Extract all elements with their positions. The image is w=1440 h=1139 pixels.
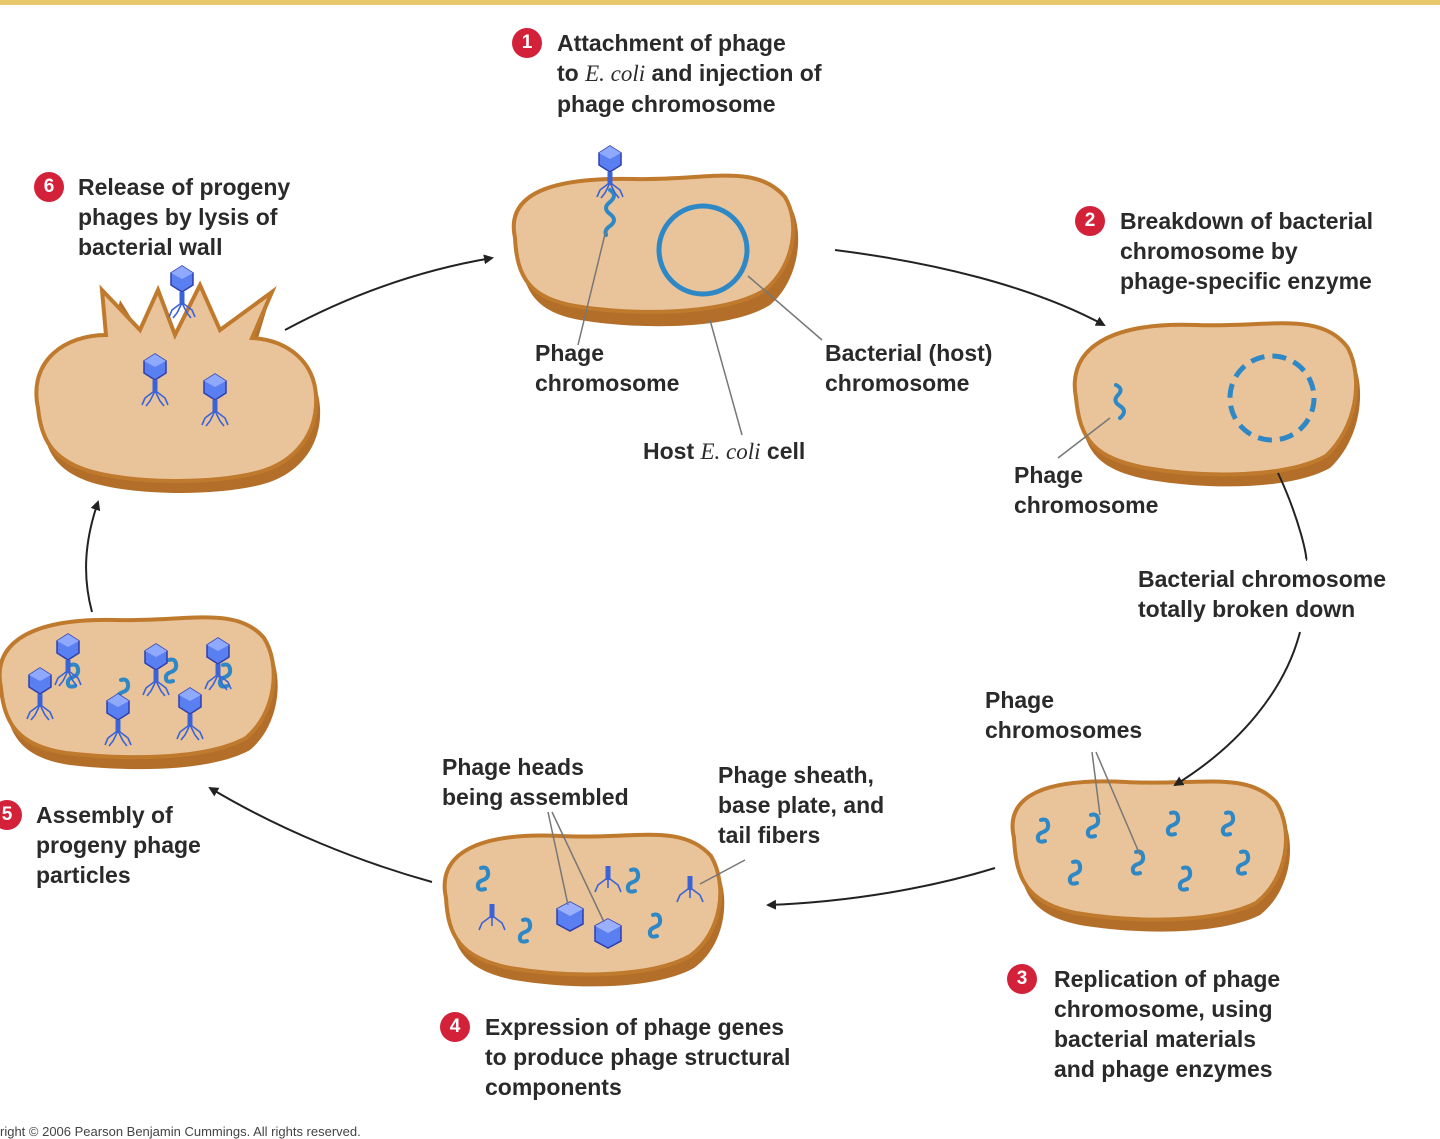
- caption-line: chromosome by: [1120, 238, 1298, 264]
- phage-icon: [168, 265, 196, 319]
- cycle-arrows: [85, 249, 1308, 910]
- caption-line: totally broken down: [1138, 596, 1356, 622]
- caption-line: phage-specific enzyme: [1120, 268, 1372, 294]
- step-4-marker: 4: [440, 1012, 470, 1042]
- arrow-4-to-5: [208, 786, 433, 883]
- caption-line: particles: [36, 862, 131, 888]
- cell-step-6: [34, 265, 321, 493]
- caption-line: Release of progeny: [78, 174, 291, 200]
- caption-line: chromosome, using: [1054, 996, 1273, 1022]
- step-6-marker: 6: [34, 172, 64, 202]
- step-3-caption: Replication of phage chromosome, using bac…: [1054, 964, 1280, 1084]
- label-phage-chromosome-2: Phage chromosome: [1014, 460, 1158, 520]
- caption-line: Phage: [1014, 462, 1084, 488]
- step-5-marker: 5: [0, 800, 22, 830]
- arrow-5-to-6: [85, 500, 101, 613]
- step-2-caption: Breakdown of bacterial chromosome by phage…: [1120, 206, 1373, 296]
- step-2-marker: 2: [1075, 206, 1105, 236]
- label-phage-sheath: Phage sheath, base plate, and tail fibers: [718, 760, 884, 850]
- label-phage-chromosome: Phage chromosome: [535, 338, 679, 398]
- caption-line: Assembly of: [36, 802, 173, 828]
- arrow-1-to-2: [834, 249, 1106, 326]
- copyright-notice: right © 2006 Pearson Benjamin Cummings. …: [0, 1124, 361, 1139]
- caption-line: chromosomes: [985, 717, 1143, 743]
- label-bacterial-host-chromosome: Bacterial (host) chromosome: [825, 338, 992, 398]
- caption-line: Phage heads: [442, 754, 584, 780]
- caption-line: Bacterial chromosome: [1138, 566, 1386, 592]
- caption-line: bacterial materials: [1054, 1026, 1257, 1052]
- label-chromosome-broken-down: Bacterial chromosome totally broken down: [1138, 564, 1386, 624]
- step-1-marker: 1: [512, 28, 542, 58]
- degrading-chromosome: [1227, 353, 1317, 443]
- cell-step-2: [1057, 321, 1361, 487]
- caption-line: bacterial wall: [78, 234, 223, 260]
- label-host-cell: Host E. coli cell: [643, 436, 805, 467]
- arrow-3-to-4: [766, 867, 996, 910]
- cell-step-5: [0, 615, 278, 770]
- arrow-6-to-1: [284, 254, 494, 331]
- caption-line: progeny phage: [36, 832, 201, 858]
- arrow-2-to-3-upper: [1277, 472, 1308, 561]
- host-chromosome-ring: [656, 203, 750, 297]
- cell-step-3: [1010, 751, 1291, 932]
- caption-line: phage chromosome: [557, 91, 776, 117]
- cell-step-1: [511, 145, 823, 436]
- phage-head-icon: [556, 901, 584, 932]
- phage-head-icon: [594, 918, 622, 949]
- caption-line: to produce phage structural: [485, 1044, 791, 1070]
- caption-line: Attachment of phage: [557, 30, 786, 56]
- caption-line: chromosome: [1014, 492, 1159, 518]
- caption-line: to E. coli and injection of: [557, 60, 822, 86]
- step-5-caption: Assembly of progeny phage particles: [36, 800, 201, 890]
- caption-line: being assembled: [442, 784, 629, 810]
- caption-line: and phage enzymes: [1054, 1056, 1273, 1082]
- caption-line: components: [485, 1074, 622, 1100]
- caption-line: Host E. coli cell: [643, 438, 806, 464]
- caption-line: Bacterial (host): [825, 340, 993, 366]
- caption-line: chromosome: [535, 370, 680, 396]
- step-6-caption: Release of progeny phages by lysis of bact…: [78, 172, 290, 262]
- top-border: [0, 0, 1440, 5]
- caption-line: Replication of phage: [1054, 966, 1281, 992]
- step-3-marker: 3: [1007, 964, 1037, 994]
- caption-line: Phage: [535, 340, 605, 366]
- caption-line: Breakdown of bacterial: [1120, 208, 1374, 234]
- caption-line: Expression of phage genes: [485, 1014, 785, 1040]
- arrow-2-to-3-lower: [1173, 631, 1301, 787]
- caption-line: phages by lysis of: [78, 204, 278, 230]
- caption-line: base plate, and: [718, 792, 885, 818]
- step-1-caption: Attachment of phage to E. coli and inject…: [557, 28, 822, 119]
- caption-line: Phage: [985, 687, 1055, 713]
- caption-line: Phage sheath,: [718, 762, 874, 788]
- step-4-caption: Expression of phage genes to produce phag…: [485, 1012, 790, 1102]
- cell-step-4: [442, 811, 746, 987]
- label-phage-heads: Phage heads being assembled: [442, 752, 629, 812]
- label-phage-chromosomes: Phage chromosomes: [985, 685, 1142, 745]
- caption-line: chromosome: [825, 370, 970, 396]
- caption-line: tail fibers: [718, 822, 821, 848]
